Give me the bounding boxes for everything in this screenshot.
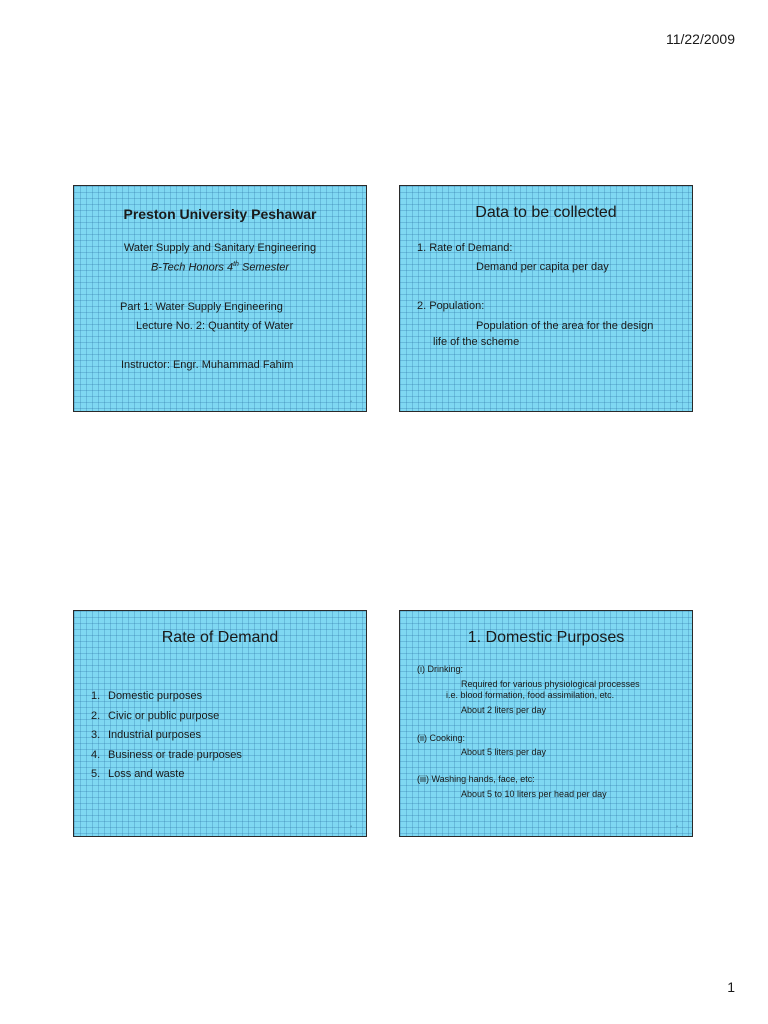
slide-title: Data to be collected [475,204,617,221]
list-item: 2.Civic or public purpose [91,709,220,722]
slide-title: Rate of Demand [161,629,279,646]
list-item-detail: About 2 liters per day [461,705,547,715]
course-name: Water Supply and Sanitary Engineering [123,242,317,254]
lecture-title: Lecture No. 2: Quantity of Water [136,320,294,332]
list-item: (ii) Cooking: [417,733,466,743]
list-item-detail: About 5 liters per day [461,747,547,757]
list-item: 3.Industrial purposes [91,729,201,742]
list-item-detail: life of the scheme [433,336,520,348]
list-item: 4.Business or trade purposes [91,748,242,761]
slide-domestic-purposes: 1. Domestic Purposes (i) Drinking: Requi… [399,610,693,837]
slide-rate-of-demand: Rate of Demand 1.Domestic purposes 2.Civ… [73,610,367,837]
list-item: 1.Domestic purposes [91,690,203,702]
slide-data-collected: Data to be collected 1. Rate of Demand: … [399,185,693,412]
list-item-detail: Population of the area for the design [476,320,654,332]
demand-list: 1.Domestic purposes 2.Civic or public pu… [91,687,242,785]
list-item: (i) Drinking: [417,664,464,674]
page-date: 11/22/2009 [665,31,735,47]
list-item: 5.Loss and waste [91,768,185,781]
list-item: 1. Rate of Demand: [417,242,513,254]
slide-title: 1. Domestic Purposes [467,629,625,646]
slide-title: Preston University Peshawar [123,206,317,222]
slide-footnote: • [676,824,678,830]
slide-footnote: • [676,399,678,405]
list-item-detail: i.e. blood formation, food assimilation,… [446,690,615,700]
list-item: 2. Population: [417,300,485,312]
slide-title-page: Preston University Peshawar Water Supply… [73,185,367,412]
semester: B-Tech Honors 4th Semester [150,261,290,274]
slide-footnote: • [350,399,352,405]
list-item-detail: About 5 to 10 liters per head per day [461,789,607,799]
list-item: (iii) Washing hands, face, etc: [417,774,535,784]
part-title: Part 1: Water Supply Engineering [120,301,283,313]
page-number: 1 [727,979,735,995]
instructor: Instructor: Engr. Muhammad Fahim [121,359,294,371]
list-item-detail: Demand per capita per day [476,261,609,273]
slide-footnote: • [350,824,352,830]
list-item-detail: Required for various physiological proce… [461,679,640,689]
